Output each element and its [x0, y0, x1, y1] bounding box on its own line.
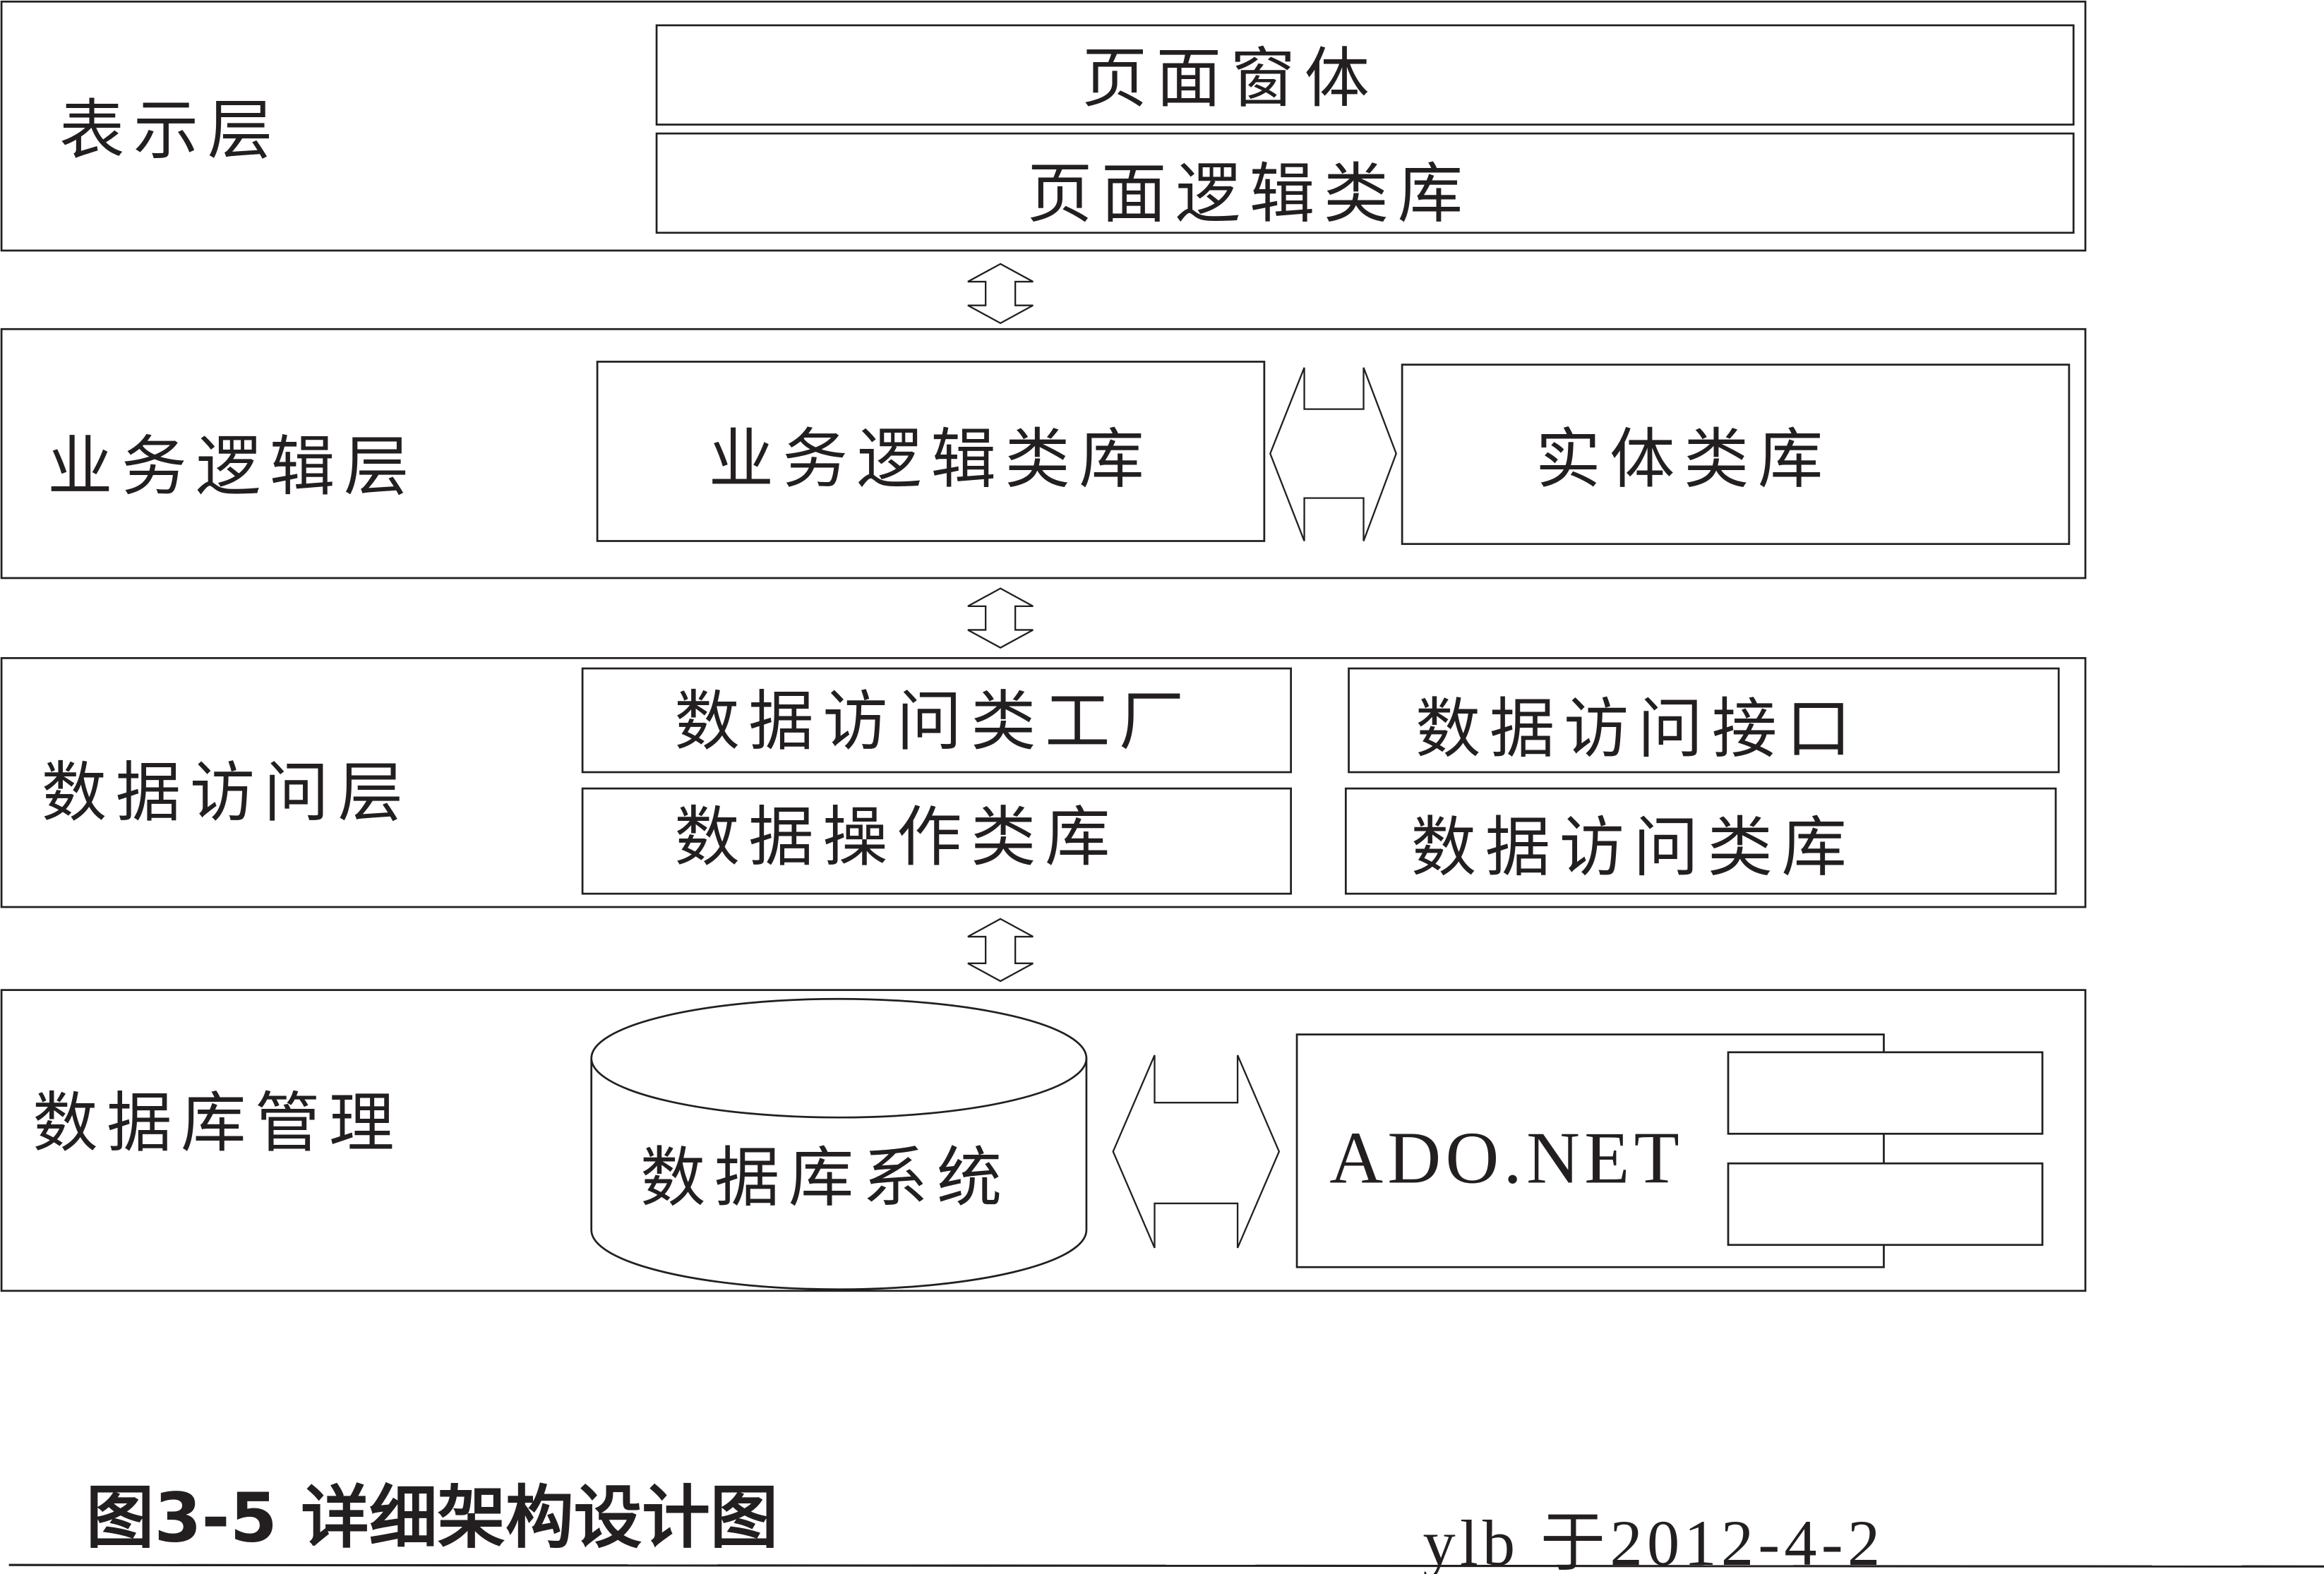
vertical-double-arrow-icon [967, 263, 1034, 325]
component-label: ADO.NET [1329, 1117, 1684, 1199]
author-date: ylb 于2012-4-2 [1423, 1507, 1885, 1574]
data-access-layer: 数据访问层 数据访问类工厂 数据访问接口 数据操作类库 数据访问类库 [0, 656, 2087, 908]
database-management-layer: 数据库管理 数据库系统 ADO.NET [0, 989, 2087, 1292]
layer-label: 数据库管理 [32, 1085, 403, 1161]
database-cylinder-icon [590, 997, 1088, 1291]
component-box [1344, 787, 2057, 895]
component-box [1401, 364, 2071, 546]
component-box [655, 132, 2075, 234]
horizontal-double-arrow-icon [1269, 367, 1397, 541]
presentation-layer: 表示层 页面窗体 页面逻辑类库 [0, 0, 2087, 252]
component-label: 数据访问类工厂 [674, 683, 1193, 759]
component-label: 页面逻辑类库 [1027, 156, 1472, 232]
vertical-double-arrow-icon [967, 918, 1034, 983]
figure-caption: 图3-5 详细架构设计图 [86, 1478, 779, 1558]
component-box [581, 667, 1293, 774]
business-logic-layer: 业务逻辑层 业务逻辑类库 实体类库 [0, 328, 2087, 579]
component-box [1348, 667, 2060, 774]
component-label: 数据操作类库 [674, 799, 1119, 875]
component-label: 数据访问类库 [1411, 810, 1856, 886]
component-label: 页面窗体 [1082, 40, 1379, 116]
component-label: 实体类库 [1535, 421, 1832, 498]
component-box [655, 24, 2075, 126]
layer-label: 表示层 [59, 92, 282, 168]
component-box [596, 361, 1266, 542]
component-label: 数据库系统 [640, 1140, 1011, 1216]
component-label: 数据访问接口 [1415, 691, 1860, 767]
layer-label: 数据访问层 [42, 755, 412, 831]
baseline-divider [8, 1563, 2324, 1568]
component-label: 业务逻辑类库 [709, 421, 1154, 498]
horizontal-double-arrow-icon [1112, 1055, 1281, 1249]
layer-label: 业务逻辑层 [47, 428, 418, 505]
adonet-component-icon [1295, 1033, 2044, 1268]
vertical-double-arrow-icon [967, 587, 1034, 649]
component-box [581, 787, 1293, 895]
